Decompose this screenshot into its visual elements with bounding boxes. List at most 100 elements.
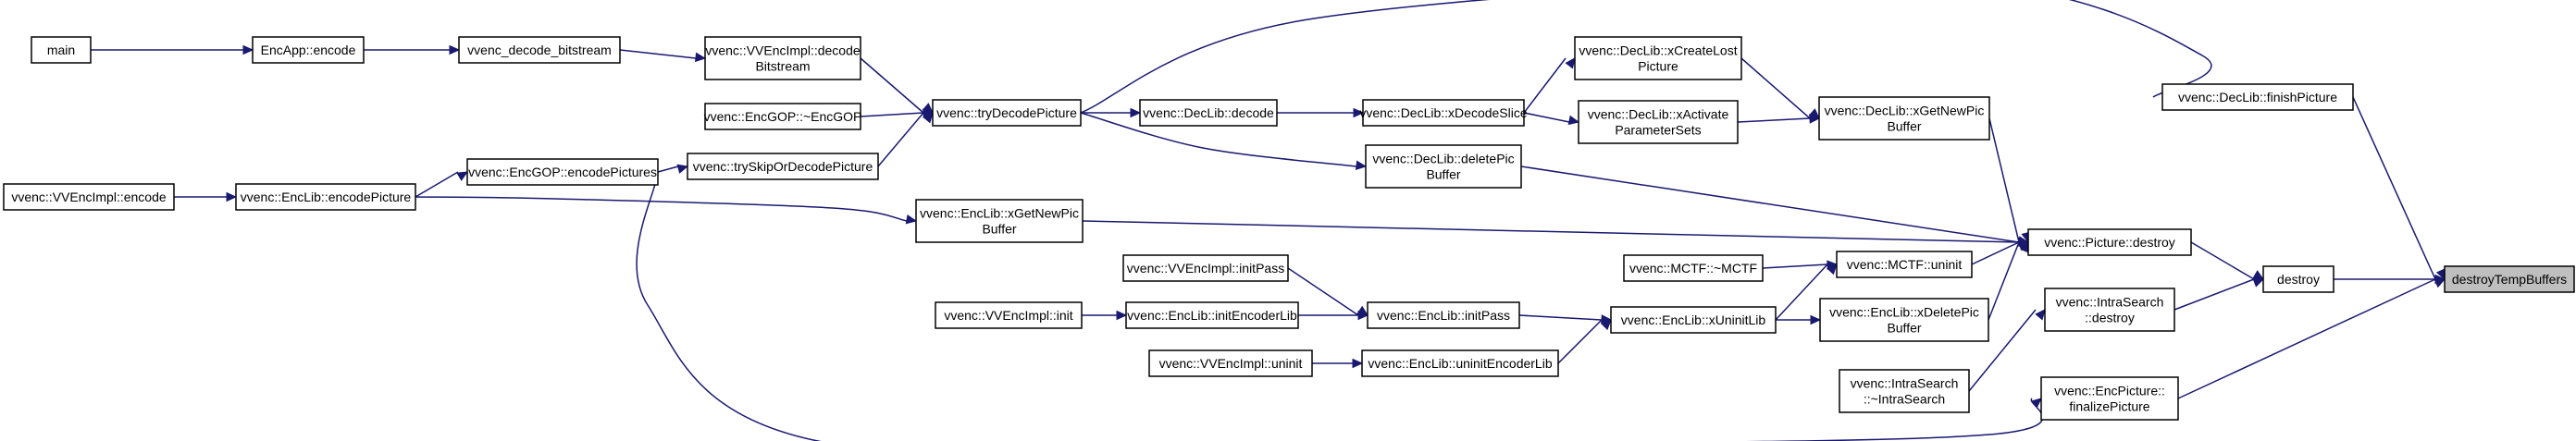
node-label: vvenc::DecLib::xDecodeSlice <box>1359 105 1528 120</box>
node-box <box>915 199 1084 243</box>
edge-line <box>415 171 459 198</box>
edge-picture-destroy-to-destroy <box>2190 241 2265 280</box>
node-mctf-uninit[interactable]: vvenc::MCTF::uninit <box>1836 251 1973 278</box>
node-label: Bitstream <box>755 59 810 74</box>
edge-arrowhead <box>242 44 254 55</box>
node-mctf-dtor[interactable]: vvenc::MCTF::~MCTF <box>1623 254 1764 282</box>
edge-main-to-encapp-encode <box>91 44 254 55</box>
node-box <box>2044 288 2175 332</box>
node-box <box>1819 298 1989 342</box>
node-intrasearch-destroy[interactable]: vvenc::IntraSearch::destroy <box>2044 288 2175 332</box>
node-label: vvenc::IntraSearch <box>2056 295 2164 310</box>
node-label: vvenc::MCTF::uninit <box>1847 257 1963 272</box>
edge-arrowhead <box>1355 160 1368 170</box>
edge-arrowhead <box>1565 57 1576 69</box>
edge-declib-xdecodeslice-to-declib-xactivateparametersets <box>1523 112 1580 126</box>
node-label: destroyTempBuffers <box>2452 272 2567 287</box>
edge-arrowhead <box>905 214 918 225</box>
node-vvencimpl-initpass[interactable]: vvenc::VVEncImpl::initPass <box>1122 254 1289 282</box>
node-declib-finishpicture[interactable]: vvenc::DecLib::finishPicture <box>2161 83 2354 111</box>
edge-declib-decode-to-declib-xdecodeslice <box>1277 107 1365 118</box>
node-box <box>1362 99 1525 127</box>
node-box <box>252 36 365 64</box>
edge-arrowhead <box>676 164 689 174</box>
edge-vvenc-decode-bitstream-to-vvencimpl-decodebitstream <box>619 49 707 63</box>
edge-enclib-encodepicture-to-encgop-encodepictures <box>415 171 469 198</box>
edge-mctf-dtor-to-mctf-uninit <box>1762 260 1839 270</box>
node-enclib-uninitencoderlib[interactable]: vvenc::EncLib::uninitEncoderLib <box>1361 349 1559 377</box>
edge-enclib-xuninitlib-to-enclib-xdeletepicbuffer <box>1776 314 1822 325</box>
node-vvencimpl-init[interactable]: vvenc::VVEncImpl::init <box>935 301 1083 329</box>
node-label: vvenc::DecLib::deletePic <box>1372 152 1514 166</box>
edge-line <box>657 165 679 173</box>
edge-enclib-xuninitlib-to-mctf-uninit <box>1775 263 1838 321</box>
edge-line <box>1740 57 1811 119</box>
edge-line <box>860 57 924 114</box>
node-label: vvenc::DecLib::decode <box>1143 105 1274 120</box>
node-enclib-xuninitlib[interactable]: vvenc::EncLib::xUninitLib <box>1610 306 1777 334</box>
node-vvencimpl-uninit[interactable]: vvenc::VVEncImpl::uninit <box>1148 349 1313 377</box>
node-label: vvenc::EncGOP::encodePictures <box>468 165 657 179</box>
node-main[interactable]: main <box>31 36 92 64</box>
node-box <box>1148 349 1313 377</box>
edge-line <box>1523 112 1570 123</box>
node-box <box>235 183 416 211</box>
edge-line <box>1082 220 2020 243</box>
node-encpicture-finalizepicture[interactable]: vvenc::EncPicture::finalizePicture <box>2040 376 2179 421</box>
node-label: vvenc::Picture::destroy <box>2044 235 2175 250</box>
edge-declib-xactivateparametersets-to-declib-xgetnewpicbuffer <box>1737 114 1821 124</box>
edge-vvencimpl-init-to-enclib-initencoderlib <box>1082 310 1128 321</box>
node-tryskipordecodepicture[interactable]: vvenc::trySkipOrDecodePicture <box>687 153 879 180</box>
node-trydecodepicture[interactable]: vvenc::tryDecodePicture <box>932 99 1082 127</box>
edge-enclib-initencoderlib-to-enclib-initpass <box>1298 310 1369 321</box>
node-enclib-initpass[interactable]: vvenc::EncLib::initPass <box>1367 301 1520 329</box>
node-declib-xdecodeslice[interactable]: vvenc::DecLib::xDecodeSlice <box>1359 99 1528 127</box>
edge-line <box>2190 241 2255 280</box>
node-box <box>31 36 92 64</box>
edge-line <box>1988 241 2020 321</box>
node-destroy[interactable]: destroy <box>2262 265 2334 293</box>
node-destroytempbuffers[interactable]: destroyTempBuffers <box>2444 265 2575 293</box>
node-label: vvenc::EncLib::uninitEncoderLib <box>1368 356 1552 371</box>
node-box <box>1139 99 1278 127</box>
node-encapp-encode[interactable]: EncApp::encode <box>252 36 365 64</box>
edge-line <box>2177 278 2436 399</box>
node-label: ::~IntraSearch <box>1864 392 1945 407</box>
node-vvenc-decode-bitstream[interactable]: vvenc_decode_bitstream <box>458 36 621 64</box>
edge-encgop-dtor-to-trydecodepicture <box>860 108 935 118</box>
node-picture-destroy[interactable]: vvenc::Picture::destroy <box>2027 228 2192 256</box>
node-intrasearch-dtor[interactable]: vvenc::IntraSearch::~IntraSearch <box>1839 369 1970 413</box>
node-vvencimpl-encode[interactable]: vvenc::VVEncImpl::encode <box>3 183 175 211</box>
node-encgop-dtor[interactable]: vvenc::EncGOP::~EncGOP <box>704 103 862 130</box>
node-label: Buffer <box>982 222 1016 237</box>
edge-vvencimpl-uninit-to-enclib-uninitencoderlib <box>1312 358 1364 369</box>
edge-arrowhead <box>694 52 707 63</box>
edge-declib-xcreatelostpicture-to-declib-xgetnewpicbuffer <box>1740 57 1820 119</box>
node-box <box>2027 228 2192 256</box>
edge-line <box>1080 0 2212 114</box>
edge-line <box>1080 112 1357 167</box>
node-label: vvenc::DecLib::finishPicture <box>2178 90 2337 104</box>
node-enclib-encodepicture[interactable]: vvenc::EncLib::encodePicture <box>235 183 416 211</box>
node-box <box>1836 251 1973 278</box>
node-declib-decode[interactable]: vvenc::DecLib::decode <box>1139 99 1278 127</box>
node-label: vvenc::MCTF::~MCTF <box>1629 261 1757 276</box>
edge-mctf-uninit-to-picture-destroy <box>1971 241 2030 265</box>
edge-arrowhead <box>1116 310 1128 321</box>
node-label: vvenc::VVEncImpl::encode <box>11 190 167 204</box>
node-enclib-initencoderlib[interactable]: vvenc::EncLib::initEncoderLib <box>1125 301 1299 329</box>
edge-vvencimpl-initpass-to-enclib-initpass <box>1287 267 1369 316</box>
edge-arrowhead <box>1567 115 1580 126</box>
node-label: ParameterSets <box>1615 123 1701 138</box>
node-encgop-encodepictures[interactable]: vvenc::EncGOP::encodePictures <box>466 158 659 186</box>
node-label: main <box>47 43 75 57</box>
node-box <box>466 158 659 186</box>
node-label: EncApp::encode <box>261 43 356 57</box>
